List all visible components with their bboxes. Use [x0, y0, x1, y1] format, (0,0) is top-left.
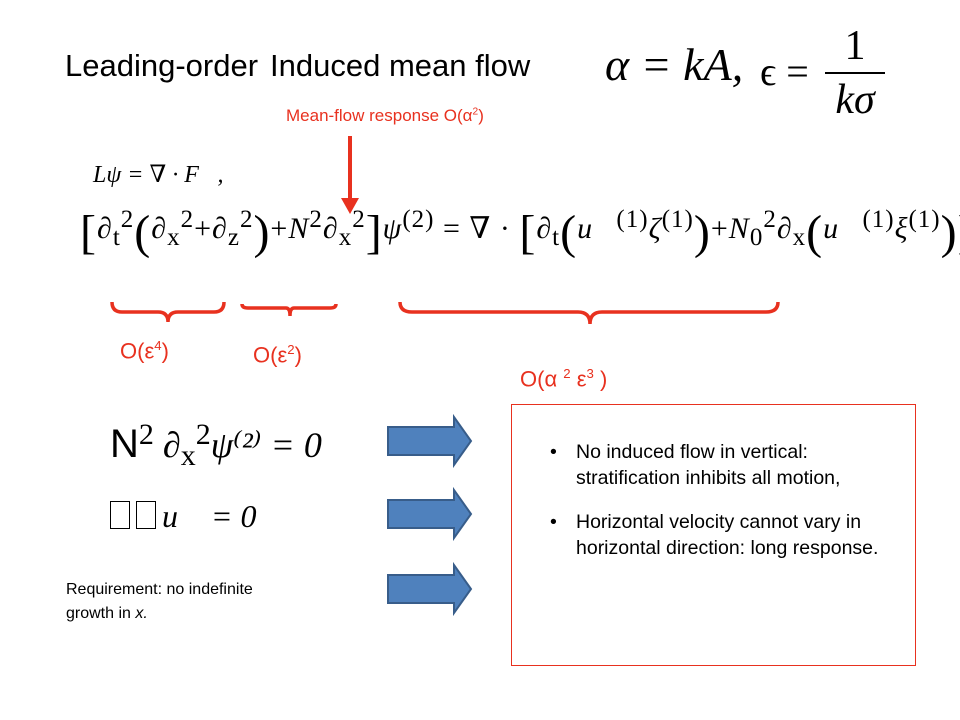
order-3-mid: ε — [570, 366, 587, 392]
conclusion-bullet-1: No induced flow in vertical: stratificat… — [538, 439, 898, 491]
requirement-line-2b: x. — [135, 605, 148, 622]
title-part-2: Induced mean flow — [270, 48, 531, 83]
order-3-exp: 2 — [563, 366, 571, 381]
equation-l-psi: Lψ = ∇ · F⃗, — [93, 162, 224, 188]
slide-title: Leading-order Induced mean flow — [65, 48, 530, 84]
mean-flow-response-label: Mean-flow response O(α2) — [286, 106, 484, 126]
conclusion-bullet-2: Horizontal velocity cannot vary in horiz… — [538, 509, 898, 561]
equation-operator: [∂t2(∂x2+∂z2)+N2∂x2]ψ(2) = ∇ · [∂t(u⃗(1)… — [80, 206, 960, 259]
order-3-prefix: O(α — [520, 366, 564, 392]
arrow-2 — [387, 486, 473, 542]
order-2-suffix: ) — [294, 342, 302, 368]
fraction-denominator: kσ — [835, 77, 875, 123]
order-3-exp2: 3 — [586, 366, 594, 381]
equation-u-zero: u⃗ = 0 — [110, 498, 256, 535]
equation-n2-psi: N2 ∂x2ψ⁽²⁾ = 0 — [110, 418, 322, 473]
epsilon-fraction: 1 kσ — [825, 22, 885, 124]
requirement-note: Requirement: no indefinite growth in x. — [66, 578, 253, 626]
order-epsilon-2: O(ε2) — [253, 342, 302, 368]
response-close: ) — [478, 106, 484, 125]
brace-2 — [240, 303, 338, 317]
order-1-suffix: ) — [161, 338, 169, 364]
order-alpha2-epsilon3: O(α 2 ε3 ) — [520, 366, 607, 392]
order-2-prefix: O(ε — [253, 342, 288, 368]
requirement-line-2: growth in x. — [66, 602, 253, 626]
brace-3 — [398, 301, 780, 325]
order-2-exp: 2 — [287, 342, 295, 357]
alpha-definition: α = kA, — [605, 39, 744, 90]
title-part-1: Leading-order — [65, 48, 259, 83]
requirement-line-1: Requirement: no indefinite — [66, 581, 253, 598]
order-epsilon-4: O(ε4) — [120, 338, 169, 364]
conclusion-box: No induced flow in vertical: stratificat… — [511, 404, 916, 666]
arrow-3 — [387, 561, 473, 617]
missing-glyph-box-1 — [110, 501, 130, 529]
fraction-bar — [825, 72, 885, 74]
response-text: Mean-flow response O(α — [286, 106, 473, 125]
arrow-1 — [387, 413, 473, 469]
missing-glyph-box-2 — [136, 501, 156, 529]
requirement-line-2a: growth in — [66, 605, 136, 622]
epsilon-definition-lhs: ϵ = — [760, 49, 809, 94]
order-1-prefix: O(ε — [120, 338, 155, 364]
response-exponent: 2 — [472, 106, 479, 118]
fraction-numerator: 1 — [844, 23, 866, 69]
conclusion-list: No induced flow in vertical: stratificat… — [538, 439, 898, 579]
brace-1 — [110, 301, 226, 323]
order-3-suffix: ) — [593, 366, 608, 392]
eq3-rhs: ψ⁽²⁾ = 0 — [210, 425, 322, 465]
response-arrow — [341, 136, 359, 214]
eq4-text: u⃗ = 0 — [162, 498, 257, 534]
order-1-exp: 4 — [154, 338, 162, 353]
